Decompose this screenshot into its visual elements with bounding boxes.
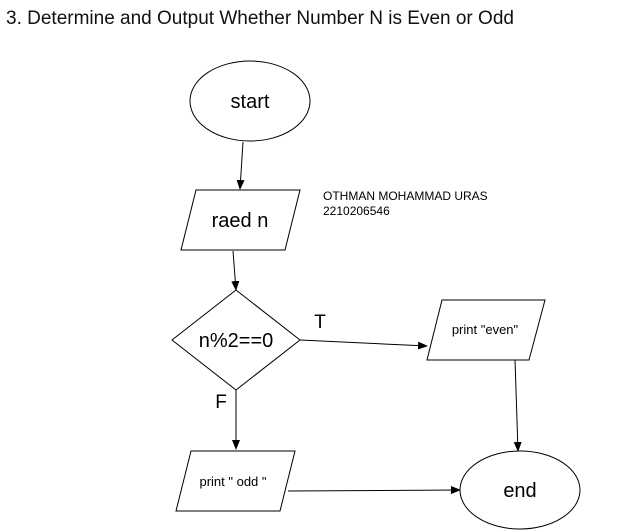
start-node: start [189, 60, 311, 142]
true-branch-label: T [314, 312, 326, 333]
output-even-node: print "even" [426, 299, 546, 361]
decision-label: n%2==0 [199, 330, 274, 352]
output-even-label: print "even" [452, 322, 519, 337]
end-node: end [459, 450, 581, 530]
output-odd-node: print " odd " [175, 450, 296, 512]
start-label: start [231, 91, 270, 113]
edge-decision-true [299, 339, 428, 350]
author-id: 2210206546 [323, 204, 390, 218]
edge-even-to-end [513, 358, 522, 452]
edge-start-to-input [236, 141, 245, 190]
author-name: OTHMAN MOHAMMAD URAS [323, 189, 488, 203]
edge-input-to-decision [231, 250, 240, 291]
input-node: raed n [180, 189, 301, 251]
false-branch-label: F [215, 392, 227, 413]
end-label: end [503, 480, 536, 502]
page-title: 3. Determine and Output Whether Number N… [6, 8, 514, 29]
decision-node: n%2==0 [171, 289, 301, 391]
input-label: raed n [212, 210, 269, 232]
edge-odd-to-end [287, 486, 461, 495]
output-odd-label: print " odd " [199, 474, 266, 489]
